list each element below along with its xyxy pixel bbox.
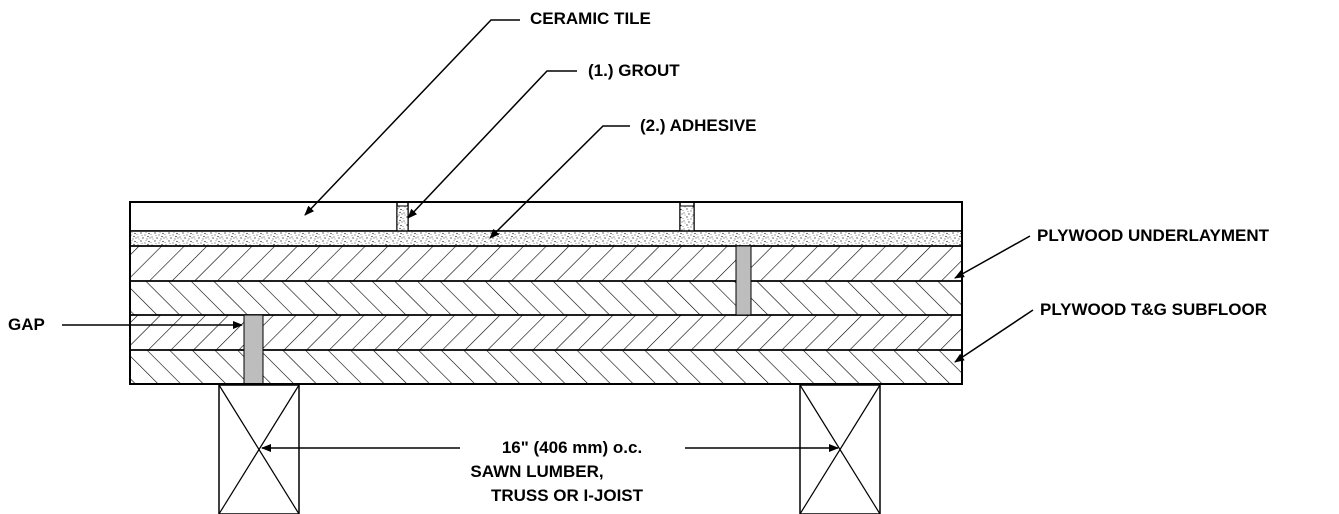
leader-grout	[407, 70, 577, 219]
grout-joint-right	[679, 205, 695, 232]
ceramic-tile-right	[693, 201, 963, 232]
leader-ceramic-tile	[304, 19, 520, 216]
leader-adhesive	[489, 125, 630, 239]
subfloor-gap	[243, 314, 264, 385]
label-gap: GAP	[8, 315, 45, 334]
leader-plywood-subfloor	[954, 309, 1034, 363]
joist-right	[799, 384, 881, 514]
label-joist-type-line2: TRUSS OR I-JOIST	[490, 486, 644, 505]
label-ceramic-tile: CERAMIC TILE	[530, 9, 651, 28]
grout-joint-left	[396, 205, 409, 232]
joist-left	[218, 384, 300, 514]
plywood-underlayment-layer	[129, 245, 963, 316]
leader-lines	[62, 19, 1034, 452]
underlayment-gap	[735, 245, 752, 316]
label-joist-spacing: 16" (406 mm) o.c.	[501, 438, 643, 457]
underlayment-ply-1	[129, 245, 963, 282]
adhesive-layer	[129, 230, 963, 247]
ceramic-tile-middle	[407, 201, 681, 232]
underlayment-ply-2	[129, 280, 963, 316]
leader-plywood-underlayment	[954, 235, 1031, 279]
label-plywood-subfloor: PLYWOOD T&G SUBFLOOR	[1040, 300, 1267, 319]
floor-assembly-outline	[129, 201, 963, 385]
label-joist-type-line1: SAWN LUMBER,	[470, 462, 604, 481]
ceramic-tile-left	[129, 201, 398, 232]
label-adhesive: (2.) ADHESIVE	[640, 116, 757, 135]
ceramic-tile-layer	[129, 201, 963, 232]
label-plywood-underlayment: PLYWOOD UNDERLAYMENT	[1037, 226, 1270, 245]
label-grout: (1.) GROUT	[588, 61, 680, 80]
